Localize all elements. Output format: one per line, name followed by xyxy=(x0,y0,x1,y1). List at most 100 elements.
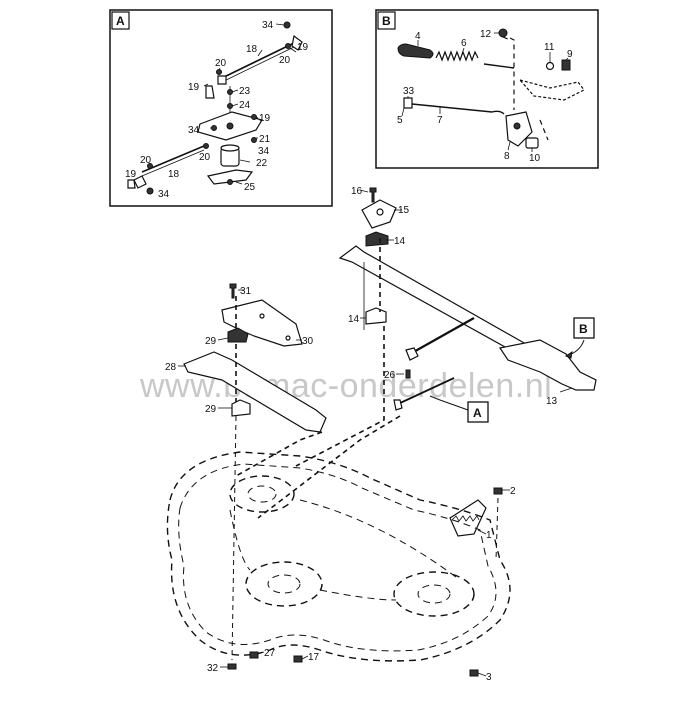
inset-a-label: 20 xyxy=(140,155,152,166)
washer-20-lower xyxy=(147,163,153,169)
inset-a-label: 23 xyxy=(239,86,251,97)
inset-b-label: 12 xyxy=(480,29,492,40)
nut-34-lower xyxy=(146,187,154,195)
inset-a-label: 34 xyxy=(258,146,270,157)
inset-a-label: 25 xyxy=(244,182,256,193)
base-plate-25 xyxy=(206,169,254,185)
inset-a-label: 21 xyxy=(259,134,271,145)
inset-b-label: 9 xyxy=(567,49,573,60)
inset-a-label: 20 xyxy=(215,58,227,69)
main-label: 14 xyxy=(394,236,406,247)
bracket-29-upper xyxy=(227,327,249,343)
plate-30 xyxy=(221,299,303,347)
bolt-16 xyxy=(369,187,377,203)
washer-20-top xyxy=(285,43,291,49)
main-label: 30 xyxy=(302,336,314,347)
main-label: 16 xyxy=(351,186,363,197)
main-label: 28 xyxy=(165,362,177,373)
bolt-9 xyxy=(561,59,571,71)
main-label: 27 xyxy=(264,648,276,659)
inset-b-label: 8 xyxy=(504,151,510,162)
main-label: 2 xyxy=(510,486,516,497)
inset-b-tag-box xyxy=(377,11,396,30)
bolt-2 xyxy=(493,487,503,495)
inset-b-tag: B xyxy=(382,14,391,28)
inset-a-label: 19 xyxy=(125,169,137,180)
main-label: 3 xyxy=(486,672,492,683)
lift-arm-13 xyxy=(499,339,597,391)
bracket-14-lower xyxy=(365,307,387,325)
inset-b-label: 33 xyxy=(403,86,415,97)
inset-a-tag: A xyxy=(116,14,125,28)
bolt-31 xyxy=(229,283,237,299)
inset-a-label: 22 xyxy=(256,158,268,169)
link-rod xyxy=(409,317,475,355)
pin-19-lower xyxy=(127,179,136,189)
inset-a-label: 20 xyxy=(199,152,211,163)
pin-19-right xyxy=(251,114,257,120)
main-label: 32 xyxy=(207,663,219,674)
lift-arm-28 xyxy=(183,351,327,433)
main-label: 31 xyxy=(240,286,252,297)
upper-rod-joint xyxy=(217,75,227,85)
washer-20-mid xyxy=(203,143,209,149)
inset-b-label: 7 xyxy=(437,115,443,126)
inset-a-label: 18 xyxy=(168,169,180,180)
inset-b-label: 5 xyxy=(397,115,403,126)
inset-b-label: 10 xyxy=(529,153,541,164)
bracket-14-upper xyxy=(365,231,389,247)
inset-b-label: 4 xyxy=(415,31,421,42)
inset-a-label: 34 xyxy=(158,189,170,200)
handle-grip-4 xyxy=(397,43,434,59)
main-label: 13 xyxy=(546,396,558,407)
washer-20-left xyxy=(216,69,222,75)
upper-rod-clevis xyxy=(291,34,303,51)
spindle-right xyxy=(393,571,475,617)
inset-b-label: 11 xyxy=(544,42,555,53)
pin-19-left xyxy=(205,85,215,99)
main-label: 15 xyxy=(398,205,410,216)
inset-a: A xyxy=(109,9,333,207)
inset-a-label: 18 xyxy=(246,44,258,55)
callout-a-box xyxy=(467,401,489,423)
main-label: 14 xyxy=(348,314,360,325)
washer-11 xyxy=(545,61,555,71)
bracket-29-lower xyxy=(231,399,251,417)
callout-b: B xyxy=(579,322,588,336)
lower-rod-clevis xyxy=(133,175,147,189)
lever-plate-8 xyxy=(505,111,533,147)
inset-a-label: 19 xyxy=(297,42,309,53)
pin-5 xyxy=(403,97,413,109)
pivot-bracket xyxy=(518,78,585,101)
inset-b: B xyxy=(375,9,599,169)
inset-a-label: 34 xyxy=(188,125,200,136)
main-label: 1 xyxy=(486,530,492,541)
callout-b-box xyxy=(573,317,595,339)
callout-a: A xyxy=(473,406,482,420)
inset-a-label: 24 xyxy=(239,100,251,111)
rod-7 xyxy=(411,103,505,115)
main-label: 26 xyxy=(384,370,396,381)
mower-deck-outline xyxy=(166,451,511,662)
main-assembly: A B 16 15 14 31 xyxy=(165,186,597,683)
nut-3 xyxy=(469,669,479,677)
bolt-23 xyxy=(227,89,233,95)
nut-34-top xyxy=(283,21,291,29)
inset-a-label: 20 xyxy=(279,55,291,66)
bushing-10 xyxy=(525,137,539,149)
spindle-left xyxy=(229,475,295,513)
main-label: 29 xyxy=(205,404,217,415)
inset-a-label: 19 xyxy=(188,82,200,93)
pin-26 xyxy=(405,369,411,379)
nut-32 xyxy=(227,663,237,670)
nut-34-right xyxy=(251,137,257,143)
nut-34-mid xyxy=(211,125,217,131)
spring-6 xyxy=(435,50,479,62)
inset-b-label: 6 xyxy=(461,38,467,49)
nut-17 xyxy=(293,655,303,663)
main-label: 29 xyxy=(205,336,217,347)
nut-27 xyxy=(249,651,259,659)
main-label: 17 xyxy=(308,652,320,663)
